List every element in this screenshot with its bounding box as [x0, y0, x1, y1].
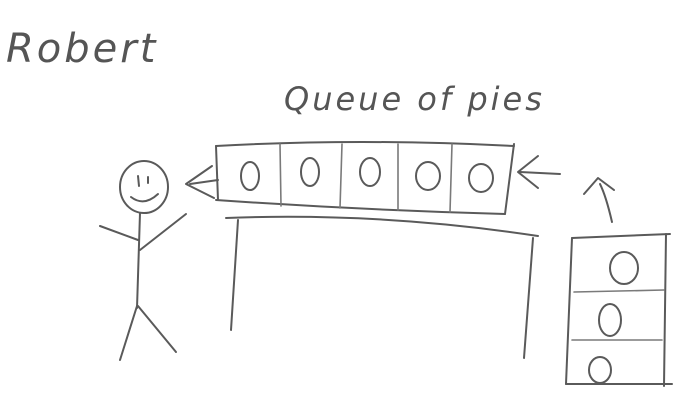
- queue-exit-arrow: [186, 166, 218, 198]
- pie: [241, 162, 259, 190]
- queue-entry-arrow: [518, 156, 560, 188]
- pie-stack: [566, 234, 672, 386]
- stick-figure-leg-left: [120, 306, 137, 360]
- queue-title-label: Queue of pies: [284, 80, 545, 118]
- stick-figure-body: [137, 213, 140, 308]
- queue-left-edge: [216, 146, 218, 200]
- pie: [469, 164, 493, 192]
- arrow-shaft: [600, 184, 612, 222]
- queue-divider: [280, 144, 281, 206]
- table-top: [226, 217, 538, 236]
- table-leg-right: [524, 238, 533, 358]
- person-name-label: Robert: [6, 26, 158, 72]
- stack-top: [572, 234, 670, 238]
- queue-right-edge: [505, 144, 514, 214]
- queue-bottom-edge: [216, 200, 505, 214]
- pie: [360, 158, 380, 186]
- table: [226, 217, 538, 358]
- stick-figure: [100, 161, 186, 360]
- stick-figure-arm-left: [100, 226, 138, 240]
- stick-figure-arm-right: [140, 214, 186, 250]
- stack-divider: [574, 290, 664, 292]
- pie: [301, 158, 319, 186]
- stick-figure-eye: [138, 176, 139, 186]
- stack-right-edge: [664, 234, 666, 386]
- pie-queue: [216, 142, 514, 214]
- queue-divider: [340, 144, 342, 208]
- arrow-shaft: [190, 180, 218, 184]
- stick-figure-smile: [131, 194, 158, 201]
- table-leg-left: [231, 220, 238, 330]
- stick-figure-leg-right: [138, 306, 176, 352]
- pie: [599, 304, 621, 336]
- pie: [416, 162, 440, 190]
- stack-up-arrow: [584, 178, 614, 222]
- arrow-shaft: [520, 172, 560, 174]
- queue-divider: [450, 144, 452, 212]
- stick-figure-head: [120, 161, 168, 213]
- pie: [589, 357, 611, 383]
- arrow-head: [584, 178, 614, 194]
- stack-left-edge: [566, 238, 572, 384]
- pie: [610, 252, 638, 284]
- queue-top-edge: [216, 142, 514, 146]
